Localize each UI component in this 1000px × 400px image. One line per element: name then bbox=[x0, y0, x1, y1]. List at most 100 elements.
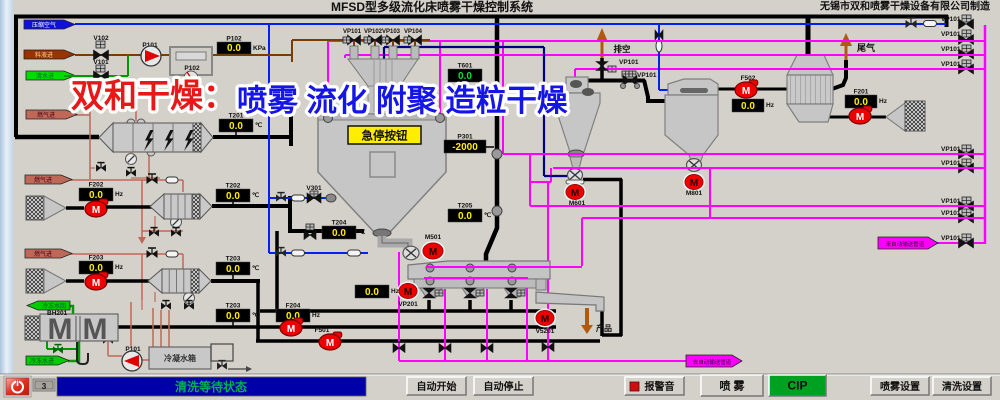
svg-text:Hz: Hz bbox=[879, 98, 888, 105]
svg-text:F201: F201 bbox=[854, 89, 869, 96]
svg-text:0.0: 0.0 bbox=[226, 264, 240, 275]
svg-text:M: M bbox=[541, 314, 549, 325]
svg-text:M: M bbox=[92, 205, 100, 216]
svg-text:P102: P102 bbox=[226, 36, 242, 43]
svg-text:VP103: VP103 bbox=[382, 29, 401, 35]
svg-text:T203: T203 bbox=[226, 256, 241, 263]
svg-text:M: M bbox=[83, 313, 108, 346]
svg-text:0.0: 0.0 bbox=[226, 191, 240, 202]
svg-text:M: M bbox=[48, 313, 73, 346]
svg-text:F501: F501 bbox=[315, 327, 330, 334]
svg-text:0.0: 0.0 bbox=[458, 71, 472, 82]
svg-text:℃: ℃ bbox=[484, 211, 492, 219]
svg-text:VP101: VP101 bbox=[941, 16, 961, 23]
svg-text:T202: T202 bbox=[226, 183, 241, 190]
svg-text:M: M bbox=[571, 188, 579, 199]
svg-text:VP101: VP101 bbox=[343, 29, 362, 35]
svg-text:℃: ℃ bbox=[252, 311, 260, 319]
svg-text:VP101: VP101 bbox=[619, 59, 639, 66]
svg-text:自动开始: 自动开始 bbox=[417, 380, 457, 393]
svg-text:T601: T601 bbox=[458, 63, 473, 70]
svg-text:M501: M501 bbox=[425, 234, 442, 241]
svg-text:P101: P101 bbox=[125, 346, 141, 353]
svg-text:0.0: 0.0 bbox=[286, 311, 300, 322]
svg-text:-2000: -2000 bbox=[452, 142, 478, 153]
svg-text:℃: ℃ bbox=[358, 228, 366, 236]
svg-text:0.0: 0.0 bbox=[89, 190, 103, 201]
svg-text:VP201: VP201 bbox=[398, 301, 418, 308]
svg-text:产品: 产品 bbox=[596, 323, 612, 333]
svg-text:VP101: VP101 bbox=[941, 160, 961, 167]
svg-text:3: 3 bbox=[42, 381, 47, 391]
svg-text:无锡市双和喷雾干燥设备有限公司制造: 无锡市双和喷雾干燥设备有限公司制造 bbox=[819, 0, 991, 13]
svg-text:双和干燥：: 双和干燥： bbox=[71, 77, 236, 114]
svg-text:VP101: VP101 bbox=[941, 61, 961, 68]
svg-text:0.0: 0.0 bbox=[229, 121, 243, 132]
svg-text:冷凝水箱: 冷凝水箱 bbox=[164, 353, 196, 363]
svg-text:VP102: VP102 bbox=[364, 29, 383, 35]
svg-text:℃: ℃ bbox=[252, 264, 260, 272]
svg-text:来自动输送管道: 来自动输送管道 bbox=[886, 240, 925, 248]
svg-text:料液进: 料液进 bbox=[35, 51, 53, 59]
svg-text:MFSD型多级流化床喷雾干燥控制系统: MFSD型多级流化床喷雾干燥控制系统 bbox=[331, 0, 533, 14]
svg-text:燃气进: 燃气进 bbox=[37, 111, 55, 119]
svg-text:VP101: VP101 bbox=[941, 46, 961, 53]
svg-text:F204: F204 bbox=[286, 303, 301, 310]
svg-text:冷冻水进: 冷冻水进 bbox=[30, 357, 54, 365]
svg-text:0.0: 0.0 bbox=[365, 287, 379, 298]
svg-text:M: M bbox=[326, 338, 334, 349]
svg-text:M: M bbox=[690, 178, 698, 189]
svg-text:V102: V102 bbox=[93, 35, 109, 42]
svg-text:VP101: VP101 bbox=[941, 31, 961, 38]
svg-text:VP101: VP101 bbox=[941, 198, 961, 205]
svg-text:急停按钮: 急停按钮 bbox=[362, 129, 408, 143]
svg-text:燃气进: 燃气进 bbox=[34, 250, 52, 258]
svg-text:0.0: 0.0 bbox=[226, 311, 240, 322]
svg-text:排空: 排空 bbox=[613, 44, 631, 54]
svg-text:VP101: VP101 bbox=[941, 235, 961, 242]
svg-text:0.0: 0.0 bbox=[854, 97, 868, 108]
svg-text:F502: F502 bbox=[741, 75, 756, 82]
svg-text:尾气: 尾气 bbox=[856, 42, 875, 53]
svg-text:T205: T205 bbox=[458, 203, 473, 210]
svg-text:0.0: 0.0 bbox=[741, 101, 755, 112]
svg-text:M: M bbox=[742, 86, 750, 97]
svg-text:T203: T203 bbox=[226, 303, 241, 310]
svg-text:M601: M601 bbox=[569, 200, 586, 207]
svg-text:CIP: CIP bbox=[787, 379, 807, 393]
svg-text:M: M bbox=[404, 287, 412, 298]
svg-text:0.0: 0.0 bbox=[227, 43, 241, 54]
svg-text:VP101: VP101 bbox=[637, 72, 657, 79]
svg-text:V5201: V5201 bbox=[536, 328, 555, 335]
svg-text:KPa: KPa bbox=[253, 45, 266, 52]
svg-text:BH201: BH201 bbox=[47, 310, 68, 317]
svg-text:℃: ℃ bbox=[252, 191, 260, 199]
svg-text:去自动输送管道: 去自动输送管道 bbox=[693, 358, 732, 366]
svg-text:Hz: Hz bbox=[391, 288, 400, 295]
svg-text:清水进: 清水进 bbox=[36, 72, 54, 80]
svg-text:Hz: Hz bbox=[115, 264, 124, 271]
svg-text:M: M bbox=[92, 278, 100, 289]
svg-text:M: M bbox=[429, 247, 437, 258]
svg-text:M: M bbox=[287, 324, 295, 335]
svg-text:压缩空气: 压缩空气 bbox=[32, 21, 56, 29]
svg-text:F202: F202 bbox=[89, 182, 104, 189]
svg-text:Hz: Hz bbox=[312, 312, 321, 319]
svg-text:冷冻水回: 冷冻水回 bbox=[42, 302, 66, 310]
svg-text:F203: F203 bbox=[89, 255, 104, 262]
svg-text:燃气进: 燃气进 bbox=[34, 176, 52, 184]
svg-text:M: M bbox=[856, 112, 864, 123]
svg-text:0.0: 0.0 bbox=[89, 263, 103, 274]
svg-text:喷 雾: 喷 雾 bbox=[719, 379, 745, 393]
svg-text:VP101: VP101 bbox=[941, 146, 961, 153]
svg-text:报警音: 报警音 bbox=[635, 380, 675, 393]
svg-text:0.0: 0.0 bbox=[332, 228, 346, 239]
svg-text:VP101: VP101 bbox=[941, 210, 961, 217]
svg-text:℃: ℃ bbox=[255, 121, 263, 129]
svg-text:0.0: 0.0 bbox=[458, 211, 472, 222]
svg-text:P102: P102 bbox=[184, 65, 200, 72]
svg-text:清洗等待状态: 清洗等待状态 bbox=[175, 379, 247, 394]
svg-text:V301: V301 bbox=[306, 185, 322, 192]
svg-text:V101: V101 bbox=[93, 59, 109, 66]
svg-text:T201: T201 bbox=[229, 113, 244, 120]
